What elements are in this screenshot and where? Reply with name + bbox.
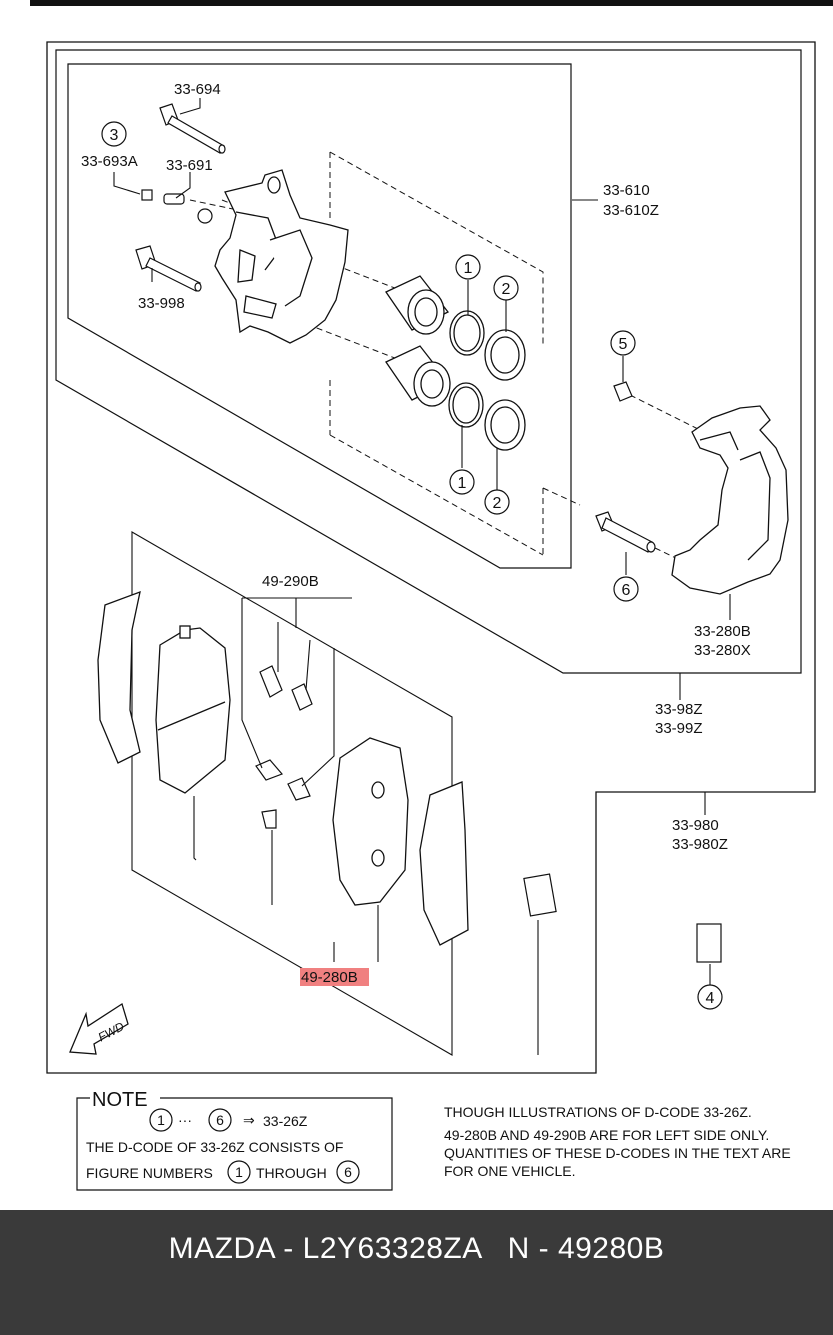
- remark-line2: 49-280B AND 49-290B ARE FOR LEFT SIDE ON…: [444, 1127, 769, 1143]
- pistons: [385, 275, 451, 407]
- callout-1-upper: 1: [464, 260, 473, 277]
- label-33-98z: 33-98Z: [655, 701, 703, 718]
- parts-diagram: 3 1 2 1 2 5 6 4 33-694 33-693A 33-691 33…: [30, 0, 833, 1191]
- callout-4: 4: [706, 990, 715, 1007]
- callout-1-lower: 1: [458, 475, 467, 492]
- label-49-290b: 49-290B: [262, 573, 319, 590]
- footer-bar: MAZDA - L2Y63328ZA N - 49280B: [0, 1210, 833, 1335]
- callout-circles: [101, 121, 723, 1010]
- brake-pad-right: [332, 737, 469, 946]
- frame-33-610: [67, 63, 572, 569]
- wear-indicators: [523, 873, 722, 963]
- callout-2-upper: 2: [502, 281, 511, 298]
- note-range-to: 6: [216, 1112, 224, 1128]
- pad-clips: [255, 665, 313, 829]
- label-33-610z: 33-610Z: [603, 202, 659, 219]
- mounting-support: [671, 405, 789, 595]
- callout-numbers: 3 1 2 1 2 5 6 4: [110, 127, 715, 1007]
- note-line2-a: FIGURE NUMBERS: [86, 1165, 213, 1181]
- caliper-body: [214, 169, 349, 344]
- bolt-33-998: [135, 245, 202, 292]
- callout-5: 5: [619, 336, 628, 353]
- label-49-280b: 49-280B: [301, 969, 358, 986]
- note-line2-to: 6: [344, 1164, 352, 1180]
- label-33-691: 33-691: [166, 157, 213, 174]
- boot-5: [613, 381, 633, 402]
- note-line2-from: 1: [235, 1164, 243, 1180]
- note-box: NOTE 1 ··· 6 ⇒ 33-26Z THE D-CODE OF 33-2…: [76, 1089, 393, 1191]
- note-range-from: 1: [157, 1112, 165, 1128]
- label-49-280b-highlight: [300, 968, 369, 986]
- callout-6: 6: [622, 582, 631, 599]
- label-33-980: 33-980: [672, 817, 719, 834]
- remark-text: THOUGH ILLUSTRATIONS OF D-CODE 33-26Z. 4…: [444, 1104, 791, 1179]
- bleeder-parts: [141, 189, 213, 224]
- label-33-694: 33-694: [174, 81, 221, 98]
- label-33-998: 33-998: [138, 295, 185, 312]
- fwd-arrow: FWD: [69, 1002, 129, 1055]
- top-border: [30, 0, 833, 6]
- note-title: NOTE: [92, 1089, 148, 1111]
- label-33-99z: 33-99Z: [655, 720, 703, 737]
- label-33-280x: 33-280X: [694, 642, 751, 659]
- bolt-33-694: [159, 103, 226, 154]
- label-33-280b: 33-280B: [694, 623, 751, 640]
- callout-3: 3: [110, 127, 119, 144]
- frame-33-98z: [55, 49, 802, 674]
- seals: [448, 310, 526, 451]
- part-labels: 33-694 33-693A 33-691 33-998 33-610 33-6…: [81, 81, 751, 986]
- frame-49-280b: [131, 531, 453, 1056]
- note-line2-b: THROUGH: [256, 1165, 327, 1181]
- note-dcode: 33-26Z: [263, 1113, 308, 1129]
- note-range-dots: ···: [178, 1112, 192, 1128]
- note-arrow: ⇒: [243, 1112, 255, 1128]
- footer-caption: MAZDA - L2Y63328ZA N - 49280B: [168, 1232, 665, 1265]
- frame-33-980: [46, 41, 816, 1074]
- remark-line1: THOUGH ILLUSTRATIONS OF D-CODE 33-26Z.: [444, 1104, 752, 1120]
- label-33-610: 33-610: [603, 182, 650, 199]
- guide-pin-6: [595, 511, 656, 553]
- brake-pad-left: [97, 590, 231, 794]
- remark-line4: FOR ONE VEHICLE.: [444, 1163, 575, 1179]
- label-33-693a: 33-693A: [81, 153, 138, 170]
- leader-lines: [113, 98, 731, 1055]
- callout-2-lower: 2: [493, 495, 502, 512]
- remark-line3: QUANTITIES OF THESE D-CODES IN THE TEXT …: [444, 1145, 791, 1161]
- note-line1: THE D-CODE OF 33-26Z CONSISTS OF: [86, 1139, 343, 1155]
- label-33-980z: 33-980Z: [672, 836, 728, 853]
